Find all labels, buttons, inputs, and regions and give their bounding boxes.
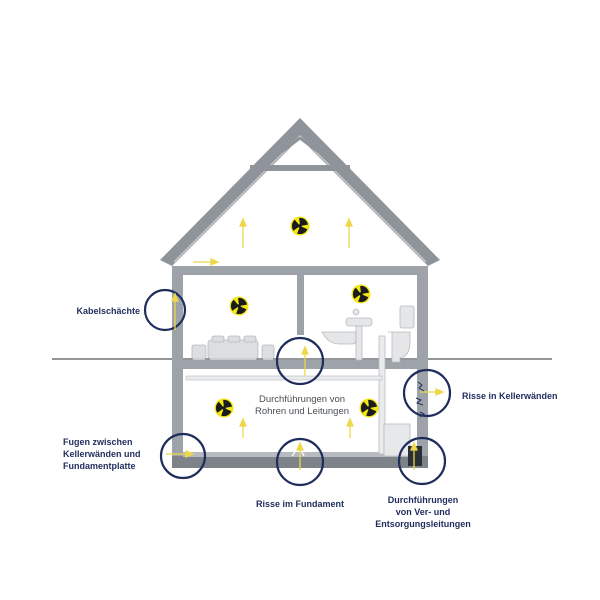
- callout-joints: [159, 432, 207, 480]
- label-joints: Fugen zwischen Kellerwänden und Fundamen…: [63, 436, 141, 472]
- label-joints-line-1: Fugen zwischen: [63, 437, 133, 447]
- radiation-bath-icon: [351, 284, 371, 304]
- roof-truss-right: [299, 136, 339, 168]
- label-pipe-passages-line-2: Rohren und Leitungen: [254, 406, 350, 417]
- label-pipe-passages: Durchführungen von Rohren und Leitungen: [248, 394, 356, 418]
- label-utility-passages: Durchführungen von Ver- und Entsorgungsl…: [368, 494, 478, 530]
- label-wall-cracks: Risse in Kellerwänden: [462, 390, 558, 402]
- interior-wall: [297, 275, 304, 335]
- radiation-basement-right-icon: [359, 398, 379, 418]
- label-cable-shafts: Kabelschächte: [60, 305, 140, 317]
- bathroom-fixtures: [321, 305, 415, 363]
- label-joints-line-3: Fundamentplatte: [63, 461, 136, 471]
- basement-tank: [383, 423, 411, 457]
- pipe-vertical: [378, 335, 386, 455]
- radiation-basement-left-icon: [214, 398, 234, 418]
- callout-utility-passages: [397, 436, 447, 486]
- label-utility-passages-line-3: Entsorgungsleitungen: [375, 519, 471, 529]
- label-utility-passages-line-2: von Ver- und: [395, 507, 451, 517]
- label-foundation-cracks-line-1: Risse im Fundament: [255, 499, 345, 509]
- wall-crack-marks: [415, 381, 425, 418]
- label-foundation-cracks: Risse im Fundament: [240, 498, 360, 510]
- label-joints-line-2: Kellerwänden und: [63, 449, 141, 459]
- roof-inner-edge: [173, 134, 427, 263]
- roof: [160, 118, 440, 266]
- ground-floor-slab: [172, 360, 428, 369]
- airflow-arrows: [166, 217, 445, 470]
- callout-cable-shafts: [143, 288, 187, 332]
- utility-pipe-block: [408, 446, 422, 466]
- callout-wall-cracks: [402, 368, 452, 418]
- living-room-furniture: [191, 335, 275, 360]
- radiation-attic-icon: [290, 216, 310, 236]
- radiation-living-icon: [229, 296, 249, 316]
- label-cable-shafts-line-1: Kabelschächte: [76, 306, 140, 316]
- attic-floor: [172, 266, 428, 275]
- label-wall-cracks-line-1: Risse in Kellerwänden: [462, 391, 558, 401]
- roof-truss-left: [261, 136, 301, 168]
- label-utility-passages-line-1: Durchführungen: [387, 495, 459, 505]
- label-pipe-passages-line-1: Durchführungen von: [258, 394, 346, 405]
- callout-pipe-passages: [275, 336, 325, 386]
- callout-foundation-cracks: [275, 437, 325, 487]
